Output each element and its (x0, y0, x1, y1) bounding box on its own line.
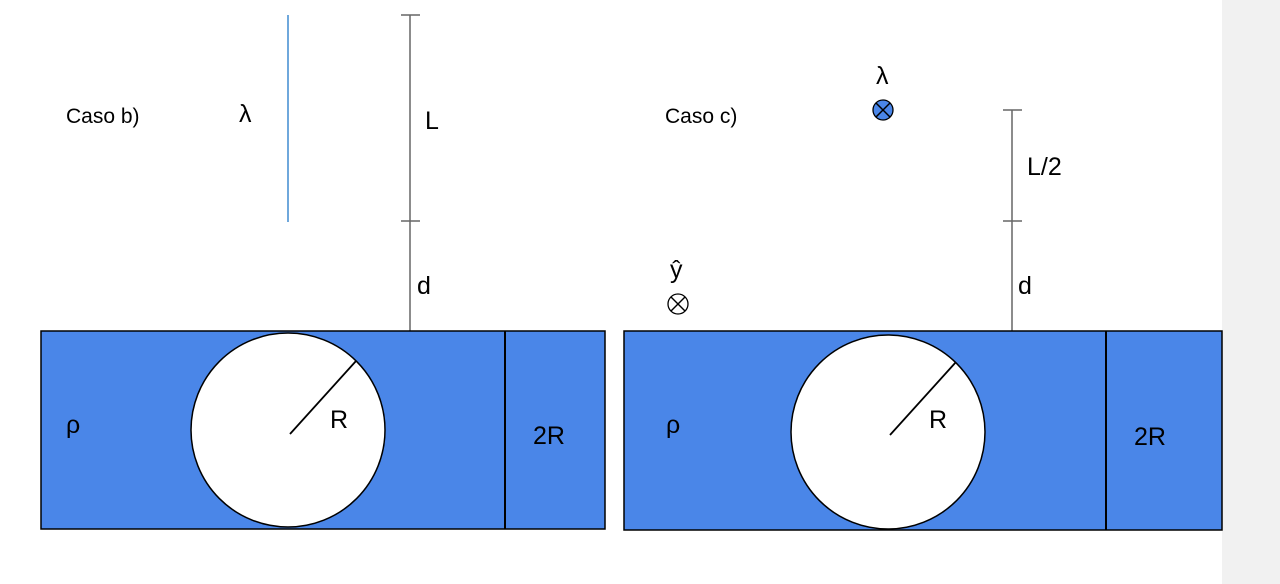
case-b-length-label: L (425, 107, 439, 135)
case-c-label: Caso c) (665, 105, 737, 128)
case-b-distance-label: d (417, 272, 431, 300)
case-b-lambda-label: λ (239, 100, 252, 128)
case-c-axis-label: ŷ (670, 256, 683, 284)
case-b-dimension-line (401, 14, 420, 332)
case-c-distance-label: d (1018, 272, 1032, 300)
case-b-label: Caso b) (66, 105, 140, 128)
case-b-density-label: ρ (66, 411, 80, 439)
panel-case-c: Caso c) λ ŷ L/2 d R ρ 2R (623, 62, 1223, 531)
case-c-radius-label: R (929, 406, 947, 434)
page-edge-strip (1222, 0, 1280, 584)
case-c-radius-line (889, 361, 957, 436)
case-c-length-label: L/2 (1027, 153, 1062, 181)
case-c-dimension-line (1003, 109, 1022, 332)
case-b-radius-line (289, 360, 357, 435)
cross-circle-icon (667, 293, 689, 315)
case-c-width-label: 2R (1134, 423, 1166, 451)
case-c-density-label: ρ (666, 411, 680, 439)
case-c-lambda-label: λ (876, 62, 889, 90)
case-b-radius-label: R (330, 406, 348, 434)
case-b-width-label: 2R (533, 422, 565, 450)
cross-circle-icon (872, 99, 894, 121)
case-c-hole (790, 334, 986, 530)
panel-case-b: Caso b) λ L d R ρ 2R (40, 14, 606, 530)
